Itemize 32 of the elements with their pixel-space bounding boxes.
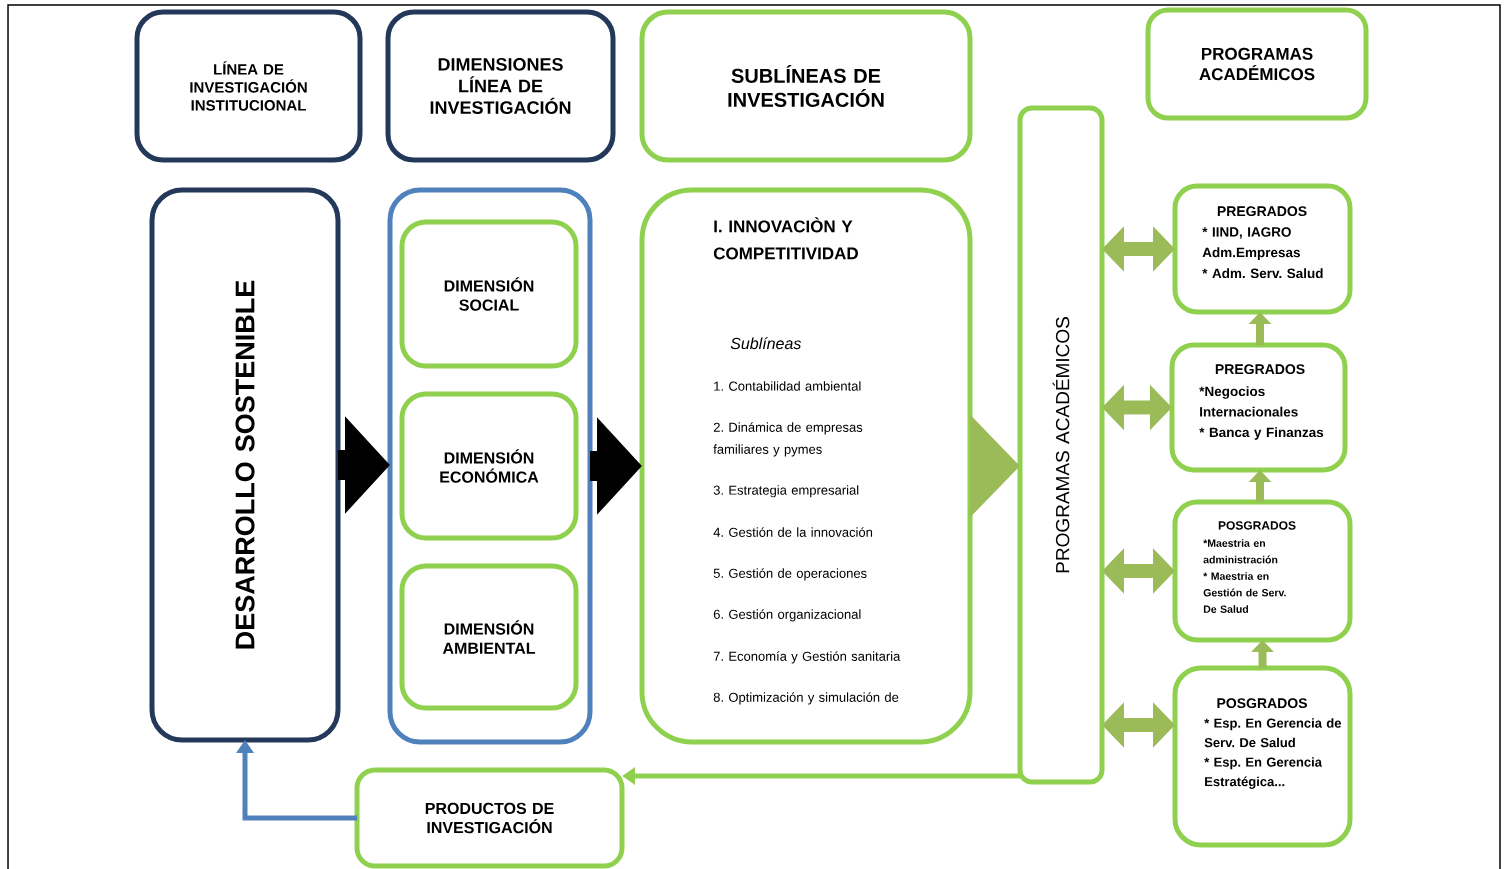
list-item: * Esp. En Gerencia de Serv. De Salud: [1204, 718, 1342, 748]
vertical-box: PROGRAMAS ACADÉMICOS: [1017, 105, 1105, 785]
list-item: * IIND, IAGRO Adm.Empresas: [1202, 227, 1300, 260]
subheading: Sublíneas: [730, 337, 802, 350]
list-item: 8. Optimización y simulación de: [713, 692, 899, 705]
vertical-box: DESARROLLO SOSTENIBLE: [149, 187, 341, 743]
products-box: PRODUCTOS DE INVESTIGACIÓN: [354, 767, 625, 869]
dimension-box: DIMENSIÓN AMBIENTAL: [399, 563, 579, 711]
list-item: 1. Contabilidad ambiental: [714, 381, 861, 391]
header-box: DIMENSIONES LÍNEA DE INVESTIGACIÓN: [385, 9, 616, 163]
list-item: * Banca y Finanzas: [1199, 427, 1324, 440]
list-item: 5. Gestión de operaciones: [713, 568, 867, 581]
list-item: * Maestria en Gestión de Serv. De Salud: [1203, 572, 1286, 613]
list-item: * Esp. En Gerencia Estratégica...: [1204, 757, 1323, 789]
list-item: 2. Dinámica de empresas familiares y pymes: [713, 422, 863, 457]
dimension-box: DIMENSIÓN SOCIAL: [399, 219, 579, 369]
header-box: LÍNEA DE INVESTIGACIÓN INSTITUCIONAL: [134, 9, 363, 163]
list-item: 7. Economía y Gestión sanitaria: [713, 651, 901, 664]
list-item: 3. Estrategia empresarial: [713, 485, 859, 498]
heading: PREGRADOS: [1217, 206, 1307, 217]
list-item: *Maestria en administración: [1203, 539, 1278, 564]
heading: POSGRADOS: [1217, 698, 1307, 709]
heading: PREGRADOS: [1215, 364, 1305, 375]
list-item: * Adm. Serv. Salud: [1202, 268, 1323, 279]
list-item: *Negocios Internacionales: [1199, 386, 1298, 417]
header-box: SUBLÍNEAS DE INVESTIGACIÓN: [639, 9, 973, 163]
dimension-box: DIMENSIÓN ECONÓMICA: [399, 391, 579, 541]
list-item: 4. Gestión de la innovación: [713, 527, 873, 537]
heading: POSGRADOS: [1218, 521, 1296, 530]
list-item: 6. Gestión organizacional: [713, 609, 861, 622]
heading: I. INNOVACIÒN Y COMPETITIVIDAD: [713, 217, 858, 260]
header-box: PROGRAMAS ACADÉMICOS: [1145, 7, 1369, 121]
